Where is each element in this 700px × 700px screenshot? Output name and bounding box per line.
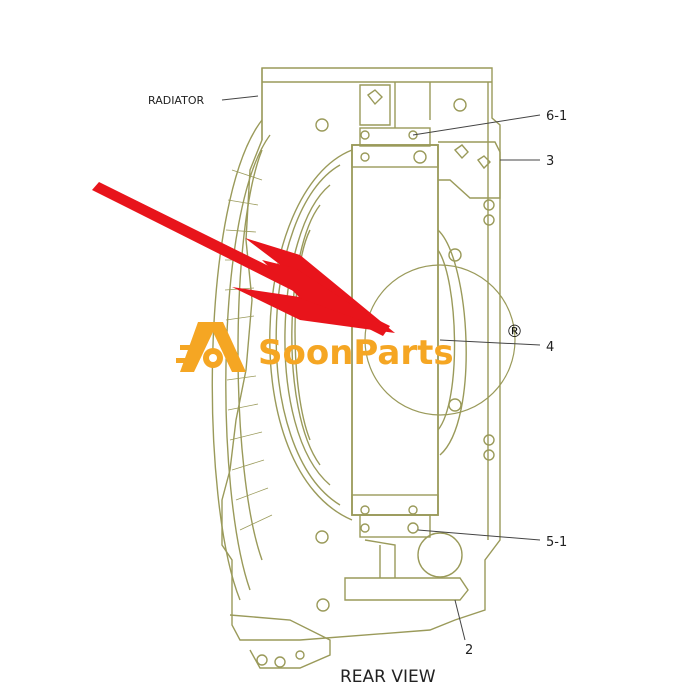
bracket-3 <box>438 141 501 199</box>
label-part-4: 4 <box>546 340 554 355</box>
label-part-3: 3 <box>546 154 554 169</box>
label-part-6-1: 6-1 <box>546 109 567 124</box>
registered-mark: ® <box>506 322 523 342</box>
leader-lines <box>221 95 541 641</box>
label-rear-view: REAR VIEW <box>340 667 436 687</box>
fan-blade-hatching <box>224 169 273 531</box>
soonparts-logo-icon <box>176 322 246 372</box>
housing-outline <box>221 67 501 641</box>
soonparts-watermark: SoonParts ® <box>176 322 523 373</box>
label-radiator: RADIATOR <box>148 94 204 107</box>
label-part-2: 2 <box>465 643 473 658</box>
bracket-2 <box>344 577 469 601</box>
bolts <box>315 98 495 612</box>
red-pointer-arrow <box>92 182 395 336</box>
watermark-brand: SoonParts <box>258 333 454 373</box>
label-part-5-1: 5-1 <box>546 535 567 550</box>
radiator-core <box>351 144 439 516</box>
